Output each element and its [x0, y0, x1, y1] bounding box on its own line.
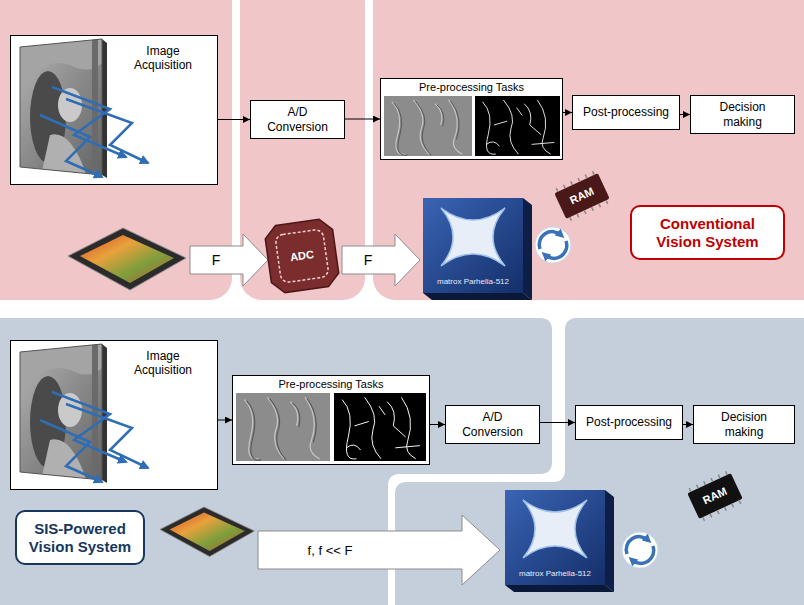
signal-label: f, f << F	[308, 544, 353, 557]
box-label: Pre-processing Tasks	[381, 79, 562, 94]
emboss-thumbnail	[384, 96, 472, 156]
block-arrow	[342, 234, 420, 286]
flow-arrow	[540, 422, 575, 423]
process-box: Decision making	[690, 95, 795, 134]
emboss-thumbnail	[236, 393, 330, 461]
flow-arrow	[680, 114, 690, 115]
system-title-box: SIS-Powered Vision System	[15, 510, 145, 565]
box-label: A/D Conversion	[263, 105, 333, 134]
process-box: Post-processing	[575, 405, 683, 440]
system-title: SIS-Powered Vision System	[21, 520, 139, 556]
adc-chip	[264, 218, 341, 295]
process-box: A/D Conversion	[445, 405, 540, 444]
recycle-icon	[622, 532, 658, 568]
panel	[0, 318, 552, 605]
box-ground	[232, 375, 430, 465]
box-label: Image Acquisition	[123, 349, 203, 378]
box-label: Pre-processing Tasks	[233, 376, 429, 391]
process-box: Image Acquisition	[10, 35, 218, 185]
system-title-box: Conventional Vision System	[630, 205, 785, 260]
gpu-chip	[505, 490, 614, 592]
process-box: A/D Conversion	[250, 100, 345, 139]
box-label: Post-processing	[583, 105, 669, 119]
signal-label: F	[364, 253, 373, 267]
chip-brand: matrox Parhelia-512	[519, 570, 591, 578]
box-label: Image Acquisition	[123, 44, 203, 73]
flow-arrow	[218, 119, 250, 120]
gpu-chip	[423, 198, 532, 300]
lena-image	[10, 35, 148, 185]
panel	[373, 0, 804, 300]
edge-thumbnail	[475, 96, 560, 156]
ram-chip	[553, 170, 612, 223]
box-label: Post-processing	[586, 415, 672, 429]
ram-chip	[686, 470, 745, 523]
system-title: Conventional Vision System	[645, 215, 770, 251]
adc-chip	[264, 218, 341, 295]
image-sensor	[68, 228, 186, 290]
flow-arrow	[345, 119, 380, 120]
chip-brand: matrox Parhelia-512	[437, 278, 509, 286]
block-arrow	[258, 515, 500, 585]
box-ground	[10, 340, 218, 490]
edge-thumbnail	[334, 393, 426, 461]
process-box: Pre-processing Tasks	[232, 375, 430, 465]
block-arrow	[190, 234, 268, 286]
flow-arrow	[563, 112, 572, 113]
box-ground	[10, 35, 218, 185]
lena-image	[10, 340, 148, 490]
process-box: Pre-processing Tasks	[380, 78, 563, 160]
box-label: Decision making	[713, 410, 775, 439]
flow-arrow	[430, 424, 445, 425]
box-label: Decision making	[712, 100, 774, 129]
adc-chip	[275, 229, 329, 283]
flow-arrow	[683, 424, 693, 425]
signal-label: F	[212, 253, 221, 267]
box-ground	[380, 78, 563, 160]
process-box: Post-processing	[572, 95, 680, 130]
process-box: Decision making	[693, 405, 795, 444]
process-box: Image Acquisition	[10, 340, 218, 490]
image-sensor	[160, 507, 254, 557]
flow-arrow	[218, 420, 232, 421]
recycle-icon	[535, 227, 571, 263]
box-label: A/D Conversion	[458, 410, 528, 439]
